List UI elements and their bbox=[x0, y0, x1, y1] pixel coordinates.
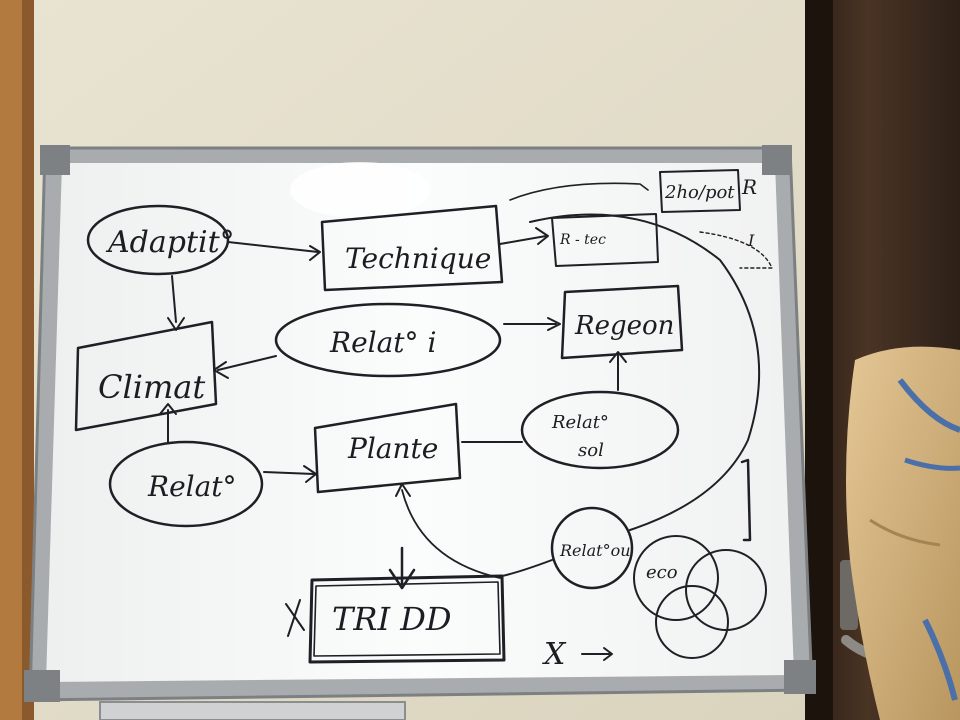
mark-bracket bbox=[740, 458, 752, 542]
node-relation-left: Relat° bbox=[108, 440, 264, 528]
node-small-box-label: R - tec bbox=[559, 232, 606, 248]
mark-x: X bbox=[542, 637, 567, 672]
mark-arrow-small bbox=[581, 647, 613, 661]
jacket bbox=[846, 346, 960, 720]
node-region: Regeon bbox=[560, 284, 684, 360]
node-plante: Plante bbox=[313, 402, 462, 494]
node-relation-left-label: Relat° bbox=[147, 470, 237, 503]
node-relation-top: Relat° i bbox=[274, 302, 502, 378]
mark-i: I bbox=[747, 231, 755, 250]
marker-tray bbox=[99, 701, 406, 720]
node-relation-sol-bottom-label: sol bbox=[578, 440, 604, 461]
node-adaptation-label: Adaptit° bbox=[105, 225, 235, 260]
node-relation-right: Relat°ou bbox=[550, 506, 634, 590]
node-tri: TRI DD bbox=[308, 574, 506, 664]
eco-venn: eco bbox=[633, 535, 767, 659]
whiteboard bbox=[24, 145, 816, 720]
node-tri-label: TRI DD bbox=[332, 600, 452, 638]
node-relation-right-label: Relat°ou bbox=[559, 541, 631, 560]
diagram: Adaptit° Technique R - tec 2ho/pot R Reg… bbox=[74, 169, 773, 672]
top-right-note-label: 2ho/pot bbox=[664, 182, 735, 203]
node-plante-label: Plante bbox=[347, 432, 438, 465]
node-small-box: R - tec bbox=[551, 213, 659, 267]
board-surface bbox=[46, 163, 794, 682]
mark-cross-tri bbox=[285, 599, 305, 637]
node-relation-sol: Relat° sol bbox=[520, 390, 680, 470]
node-relation-top-label: Relat° i bbox=[329, 326, 436, 359]
node-relation-sol-top-label: Relat° bbox=[551, 412, 609, 433]
left-wood-shade bbox=[22, 0, 34, 720]
node-technique: Technique bbox=[320, 204, 504, 292]
node-top-right-note: 2ho/pot R bbox=[509, 169, 757, 213]
node-climat-label: Climat bbox=[98, 368, 205, 406]
connectors bbox=[159, 213, 773, 590]
node-region-label: Regeon bbox=[574, 311, 674, 341]
eco-label: eco bbox=[646, 562, 678, 583]
light-glare bbox=[290, 162, 430, 218]
node-adaptation: Adaptit° bbox=[86, 204, 235, 276]
top-right-letter: R bbox=[741, 175, 757, 199]
node-climat: Climat bbox=[74, 320, 218, 432]
node-technique-label: Technique bbox=[345, 242, 491, 275]
